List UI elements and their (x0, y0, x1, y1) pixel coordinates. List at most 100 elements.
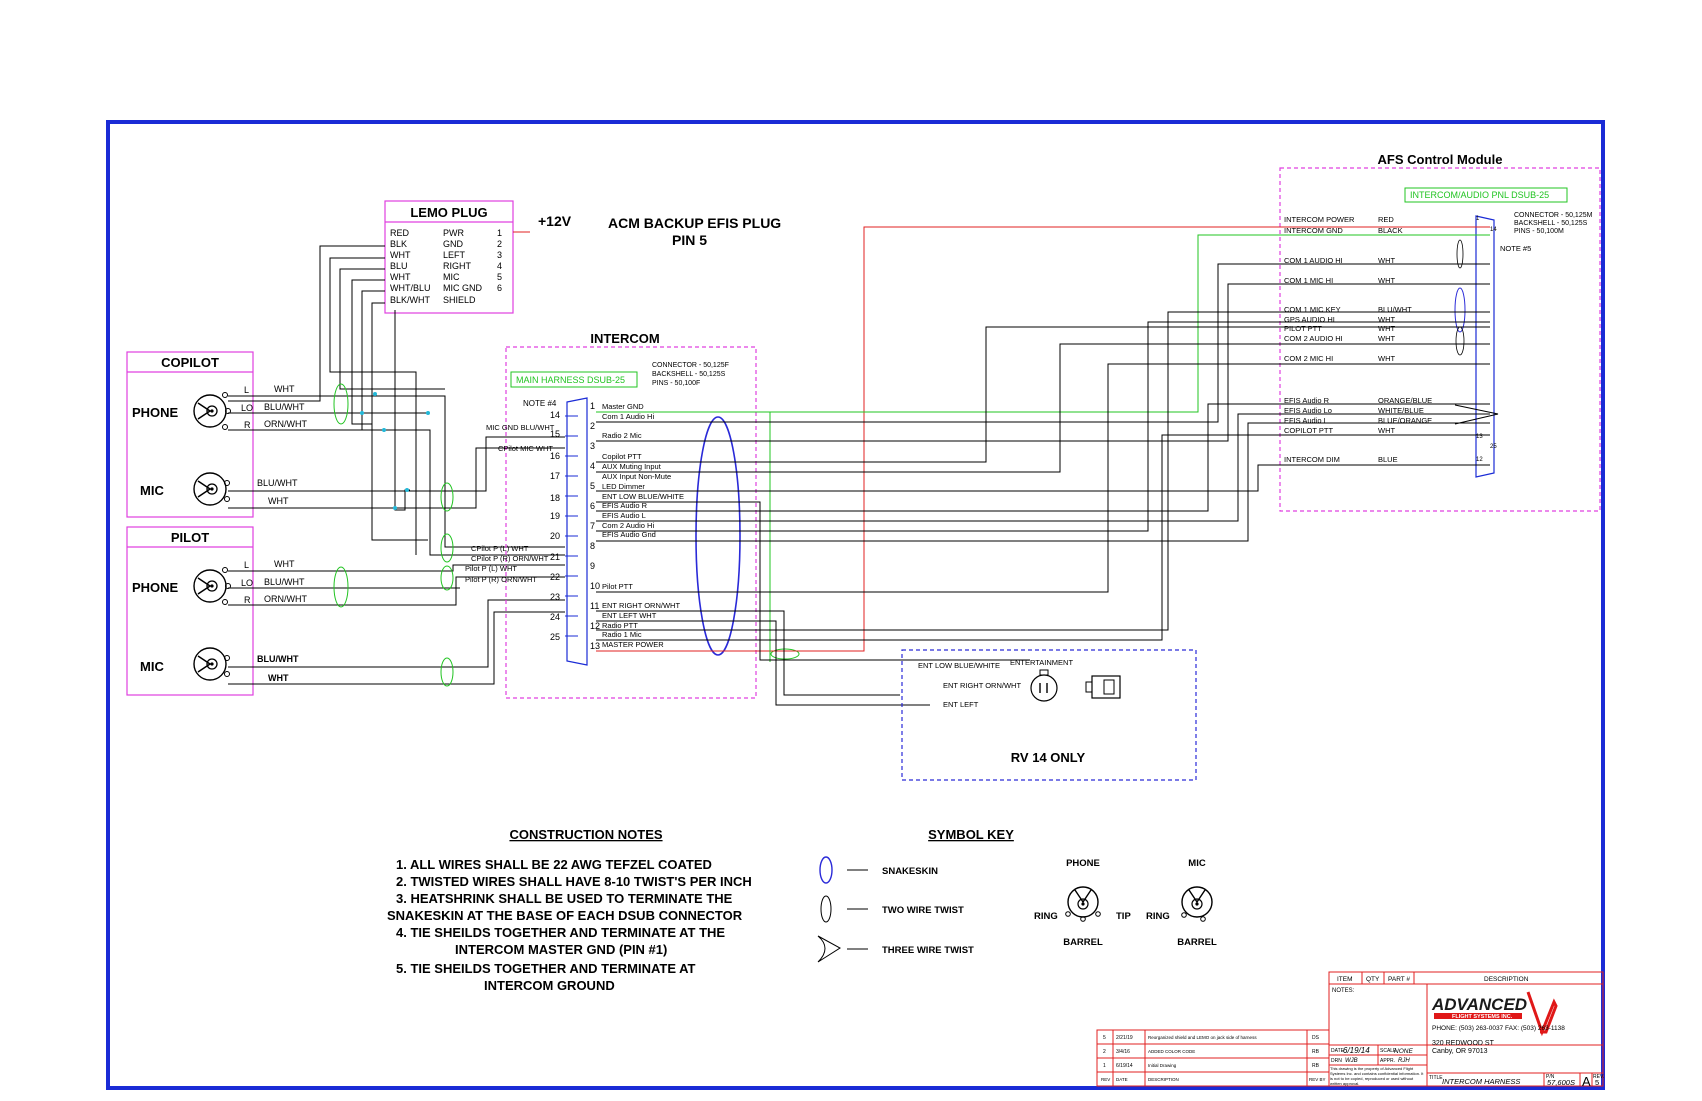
bom-header: PART # (1388, 976, 1410, 983)
rev-row-rev: 2 (1103, 1049, 1106, 1055)
bom-header: QTY (1366, 976, 1380, 983)
acm-label-2: PIN 5 (672, 232, 707, 248)
rev-row-date: 6/19/14 (1116, 1063, 1133, 1069)
rv14-title: RV 14 ONLY (1011, 750, 1086, 765)
three-wire-twist-symbol-icon (817, 935, 841, 963)
afs-pin-label: 25 (1490, 444, 1497, 450)
intercom-right-pin: 3 (590, 441, 595, 451)
scale-value: NONE (1394, 1048, 1413, 1055)
intercom-left-pin: 22 (550, 572, 560, 582)
copilot-wire-lo: BLU/WHT (264, 402, 305, 412)
rv14-block: RV 14 ONLY ENTERTAINMENT ENT LOW BLUE/WH… (901, 649, 1197, 781)
company-address-2: Canby, OR 97013 (1432, 1048, 1488, 1055)
drn-value: WJB (1345, 1058, 1358, 1064)
lemo-signal-5: MIC GND (443, 283, 482, 293)
rev-header: REV BY (1309, 1077, 1326, 1082)
lemo-color-0: RED (390, 228, 410, 238)
intercom-right-pin: 8 (590, 541, 595, 551)
afs-row-wire: WHITE/BLUE (1378, 406, 1424, 415)
construction-title: CONSTRUCTION NOTES (509, 827, 662, 842)
sheet-border (106, 120, 1605, 1090)
harness-wires (596, 226, 1490, 706)
advanced-flight-systems-logo: ADVANCED FLIGHT SYSTEMS INC. (1431, 991, 1558, 1037)
copilot-pin-l: L (244, 385, 249, 395)
date-label: DATE (1331, 1048, 1345, 1054)
symbol-key-item: TWO WIRE TWIST (882, 905, 964, 916)
intercom-pin-stubs (565, 415, 578, 637)
intercom-signal: LED Dimmer (602, 482, 645, 491)
rev-row-desc: ADDED COLOR CODE (1148, 1049, 1195, 1054)
symbol-barrel-label-2: BARREL (1177, 937, 1217, 948)
acm-label-1: ACM BACKUP EFIS PLUG (608, 215, 781, 231)
intercom-signal-labels: Master GND Com 1 Audio Hi Radio 2 Mic Co… (602, 402, 684, 649)
construction-line: 2. TWISTED WIRES SHALL HAVE 8-10 TWIST'S… (396, 874, 752, 889)
copilot-block: COPILOT PHONE MIC (126, 351, 254, 518)
rev-header: DATE (1116, 1077, 1128, 1082)
afs-connector: CONNECTOR - 50,125M (1514, 212, 1593, 219)
symbol-key-item: THREE WIRE TWIST (882, 945, 974, 956)
afs-row-name: COM 2 AUDIO HI (1284, 334, 1343, 343)
intercom-signal: EFIS Audio Gnd (602, 530, 656, 539)
junction-dots (360, 392, 430, 510)
intercom-signal: Radio 1 Mic (602, 630, 642, 639)
copilot-mic-wire-1: BLU/WHT (257, 478, 298, 488)
intercom-right-pin: 9 (590, 561, 595, 571)
afs-row-name: PILOT PTT (1284, 324, 1322, 333)
afs-row-wire: WHT (1378, 354, 1395, 363)
lemo-plug-block: LEMO PLUG RED PWR 1 BLK GND 2 WHT LEFT 3… (384, 200, 530, 314)
intercom-left-pin: 20 (550, 531, 560, 541)
lemo-pin-0: 1 (497, 228, 502, 238)
afs-row-name: EFIS Audio L (1284, 416, 1328, 425)
entertainment-jack-icon (1030, 669, 1058, 702)
lemo-pin-4: 5 (497, 272, 502, 282)
intercom-signal: EFIS Audio R (602, 501, 648, 510)
pn-value: 57,600S (1547, 1078, 1575, 1087)
intercom-left-label: CPilot MIC WHT (498, 444, 553, 453)
rev-header: REV (1101, 1077, 1110, 1082)
rev-value: 5 (1595, 1078, 1599, 1087)
drn-label: DRN (1331, 1058, 1342, 1064)
pilot-pin-r: R (244, 595, 251, 605)
afs-rows: INTERCOM POWER RED INTERCOM GND BLACK CO… (1284, 215, 1432, 464)
construction-line: INTERCOM MASTER GND (PIN #1) (455, 942, 667, 957)
intercom-right-pin: 5 (590, 481, 595, 491)
intercom-backshell: BACKSHELL - 50,125S (652, 371, 726, 378)
title-block-text: ITEM QTY PART # DESCRIPTION NOTES: ADVAN… (1101, 976, 1604, 1089)
intercom-right-pin: 13 (590, 641, 600, 651)
lemo-signal-3: RIGHT (443, 261, 472, 271)
afs-row-name: COM 1 AUDIO HI (1284, 256, 1343, 265)
intercom-left-pin: 25 (550, 632, 560, 642)
afs-row-wire: WHT (1378, 334, 1395, 343)
intercom-harness-label: MAIN HARNESS DSUB-25 (516, 375, 625, 385)
pilot-wire-r: ORN/WHT (264, 594, 307, 604)
afs-row-name: INTERCOM GND (1284, 226, 1343, 235)
intercom-right-pin: 1 (590, 401, 595, 411)
afs-row-name: COM 2 MIC HI (1284, 354, 1333, 363)
lemo-color-2: WHT (390, 250, 411, 260)
phone-jack-key-icon (1065, 886, 1101, 922)
rev-row-by: RB (1312, 1063, 1320, 1069)
company-logo-sub: FLIGHT SYSTEMS INC. (1452, 1014, 1513, 1020)
lemo-pin-2: 3 (497, 250, 502, 260)
pilot-mic-wire-1: BLU/WHT (257, 654, 299, 664)
title-block (1096, 971, 1604, 1087)
symbol-mic-label: MIC (1188, 858, 1206, 869)
appr-label: APPR. (1380, 1058, 1395, 1064)
intercom-pin-numbers: 14 15 16 17 18 19 20 21 22 23 24 25 1 2 … (550, 401, 600, 651)
intercom-signal: MASTER POWER (602, 640, 664, 649)
bom-header: ITEM (1337, 976, 1353, 983)
pilot-wire-l: WHT (274, 559, 295, 569)
intercom-signal: Com 1 Audio Hi (602, 412, 654, 421)
afs-pin-label: 14 (1490, 227, 1497, 233)
rev-row-by: DS (1312, 1035, 1320, 1041)
intercom-title: INTERCOM (590, 331, 659, 346)
pilot-mic-label: MIC (140, 659, 164, 674)
intercom-signal: AUX Muting Input (602, 462, 662, 471)
copilot-wire-r: ORN/WHT (264, 419, 307, 429)
snakeskin-symbol-icon (819, 856, 833, 884)
afs-row-name: COM 1 MIC KEY (1284, 305, 1341, 314)
intercom-pins: PINS - 50,100F (652, 380, 700, 387)
lemo-signal-4: MIC (443, 272, 460, 282)
bom-header: DESCRIPTION (1484, 976, 1529, 983)
